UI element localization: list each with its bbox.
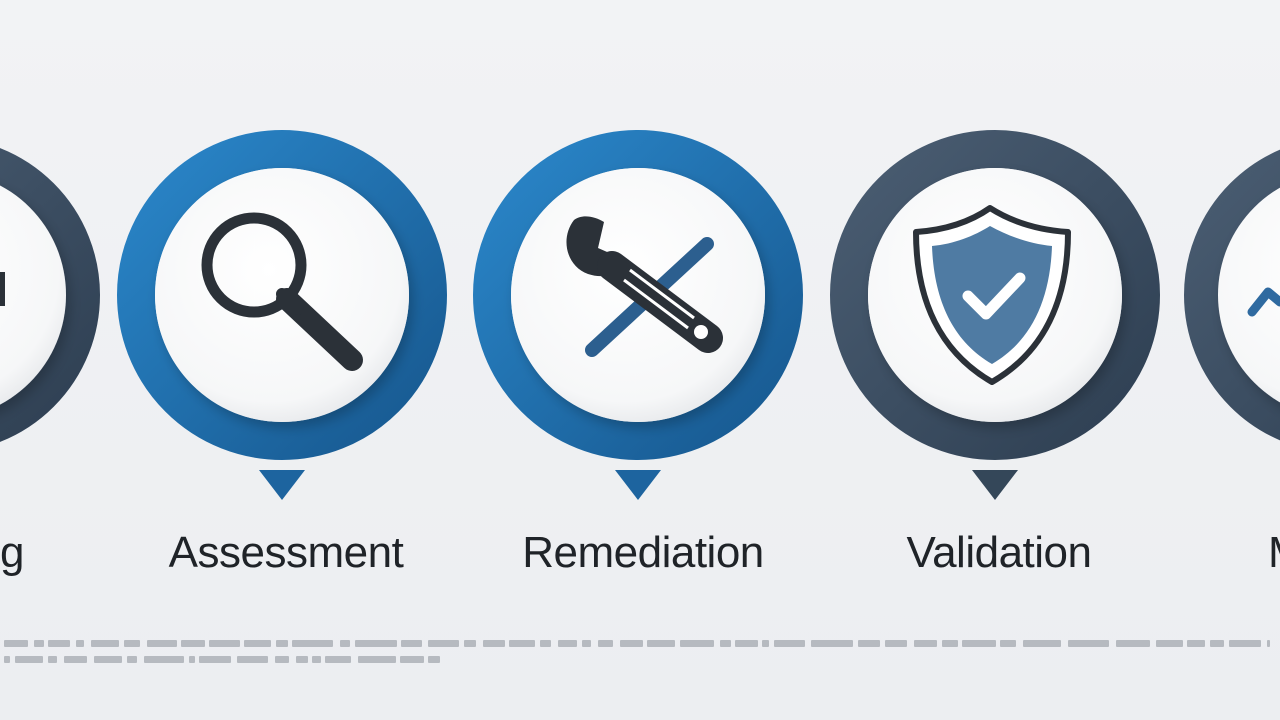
step-ring-2 bbox=[117, 130, 447, 500]
step-label-remediation: Remediation bbox=[522, 528, 764, 577]
step-ring-5 bbox=[1184, 149, 1280, 441]
step-label-5: M bbox=[1268, 528, 1280, 578]
magnifier-icon bbox=[201, 212, 363, 371]
step-label-assessment: Assessment bbox=[168, 528, 404, 577]
step-ring-1 bbox=[0, 148, 100, 442]
step-disc-1 bbox=[0, 185, 66, 405]
step-ring-3 bbox=[473, 130, 803, 500]
step-label-1: g bbox=[0, 528, 24, 577]
step-ring-4 bbox=[830, 130, 1160, 500]
step-disc-5 bbox=[1218, 187, 1280, 403]
step-label-validation: Validation bbox=[906, 528, 1093, 577]
fine-print-placeholder bbox=[4, 640, 1270, 663]
wrench-screwdriver-icon bbox=[566, 216, 723, 357]
shield-check-icon bbox=[913, 205, 1071, 385]
partial-icon bbox=[0, 272, 5, 306]
partial-check-icon bbox=[1247, 287, 1280, 317]
